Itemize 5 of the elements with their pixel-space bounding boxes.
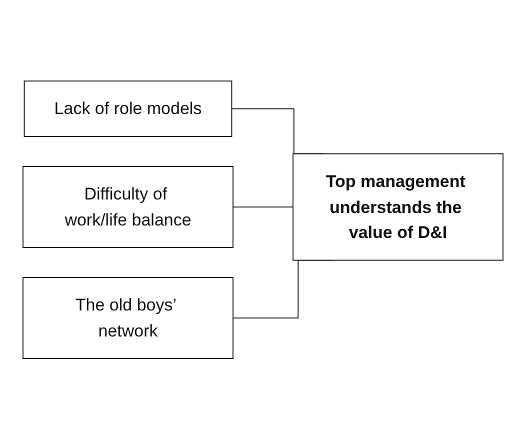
node-box: Top management understands the value of D&I xyxy=(292,153,503,260)
node-box: Difficulty of work/life balance xyxy=(22,166,233,248)
connector xyxy=(232,206,293,208)
node-box: The old boys’ network xyxy=(22,276,233,359)
node-box: Lack of role models xyxy=(23,80,232,137)
